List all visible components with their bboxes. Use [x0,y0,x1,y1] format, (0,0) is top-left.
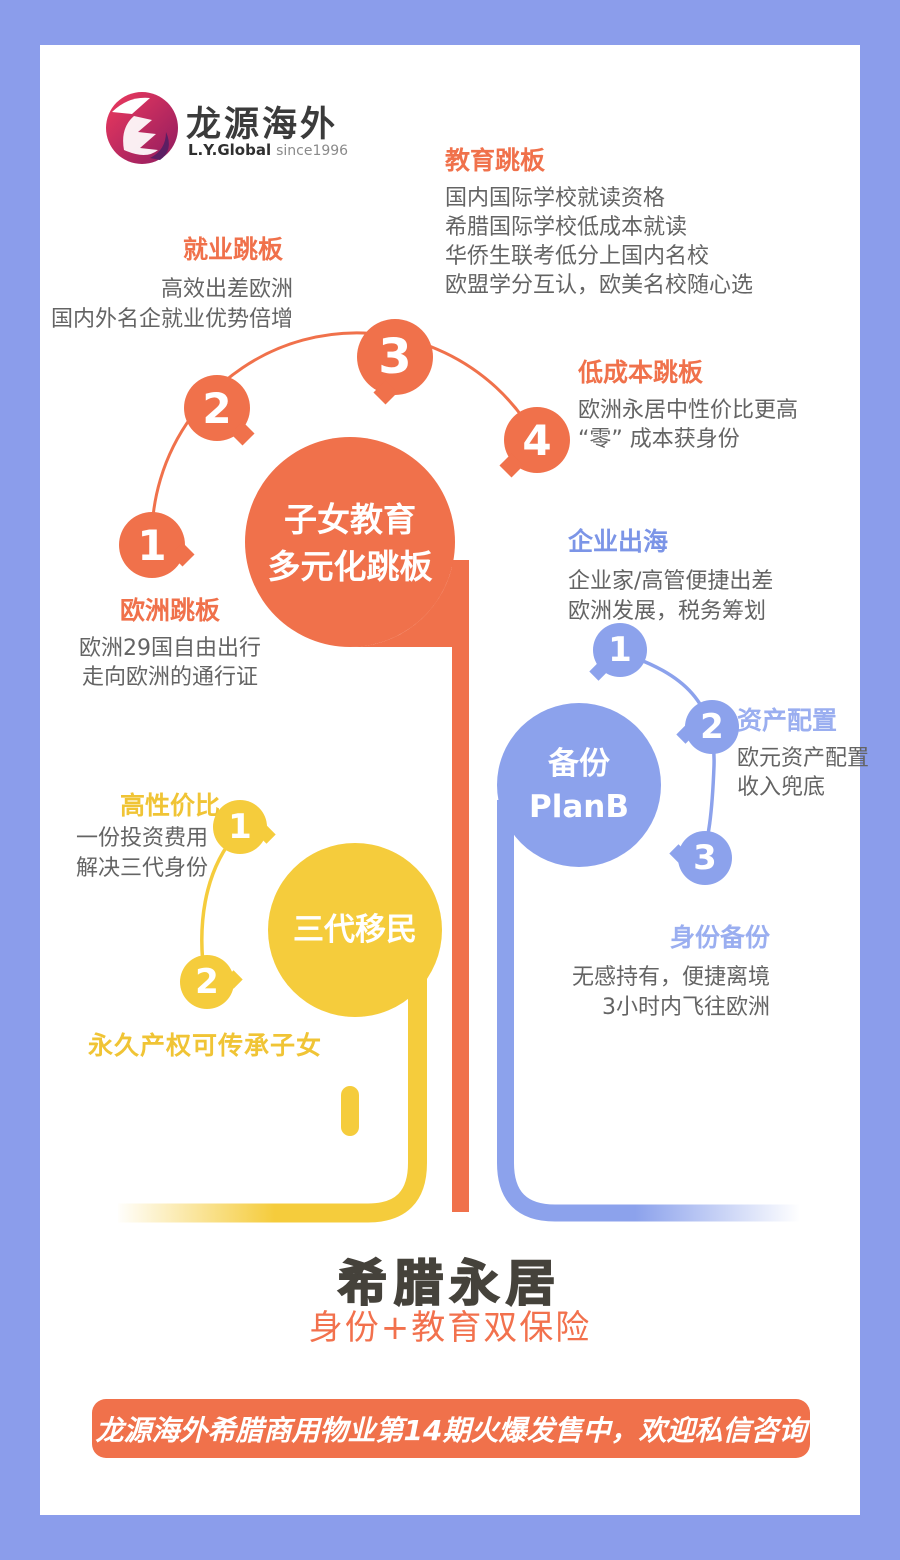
section-education-line: 希腊国际学校低成本就读 [445,215,688,240]
promo-banner: 龙源海外希腊商用物业第14期火爆发售中，欢迎私信咨询 [92,1399,810,1458]
section-asset-line: 收入兜底 [737,775,826,800]
orange-step-bubble-1: 1 [119,512,185,578]
section-education-line: 欧盟学分互认，欧美名校随心选 [445,273,754,298]
section-value-title: 高性价比 [120,791,221,820]
section-employment: 就业跳板 高效出差欧洲 国内外名企就业优势倍增 [40,230,293,335]
backup-hub-circle [497,703,661,867]
brand-name: 龙源海外 [186,105,339,145]
yellow-accent-stub [341,1086,359,1136]
yellow-ribbon [118,950,427,1223]
orange-ribbon-fillet [350,567,452,647]
section-low-cost-line: “零” 成本获身份 [578,427,740,452]
backup-hub-label: 备份 PlanB [499,743,659,829]
section-heritage-title: 永久产权可传承子女 [88,1031,323,1060]
blue-step-bubble-2: 2 [685,700,739,754]
education-hub-line1: 子女教育 [284,500,416,539]
section-education-title: 教育跳板 [445,146,546,175]
section-europe-line: 欧洲29国自由出行 [79,636,261,661]
section-enterprise-line: 企业家/高管便捷出差 [568,569,774,594]
section-asset: 资产配置 欧元资产配置 收入兜底 [737,706,869,802]
section-value-line: 解决三代身份 [76,856,209,881]
section-low-cost-title: 低成本跳板 [578,358,704,387]
generation-hub-line1: 三代移民 [293,912,417,948]
section-employment-line: 高效出差欧洲 [160,277,293,302]
brand-tagline-bold: L.Y.Global [188,141,272,159]
section-education-line: 国内国际学校就读资格 [445,186,666,211]
section-value-line: 一份投资费用 [76,826,209,851]
section-europe-line: 走向欧洲的通行证 [81,665,258,690]
section-identity: 身份备份 无感持有，便捷离境 3小时内飞往欧洲 [540,918,770,1023]
backup-hub-line1: 备份 [548,746,610,782]
generation-hub-label: 三代移民 [255,910,455,950]
backup-hub-line2: PlanB [529,789,629,825]
promo-banner-text: 龙源海外希腊商用物业第14期火爆发售中，欢迎私信咨询 [95,1413,807,1447]
section-europe-title: 欧洲跳板 [119,596,220,625]
section-low-cost-line: 欧洲永居中性价比更高 [578,398,799,423]
section-enterprise: 企业出海 企业家/高管便捷出差 欧洲发展，税务筹划 [568,522,773,627]
section-identity-title: 身份备份 [669,923,770,952]
education-hub-label: 子女教育 多元化跳板 [230,496,470,590]
section-employment-line: 国内外名企就业优势倍增 [50,307,293,332]
blue-step-bubble-3: 3 [678,831,732,885]
brand-logo-icon [106,92,178,164]
yellow-step-bubble-2: 2 [180,955,234,1009]
section-enterprise-title: 企业出海 [568,527,669,556]
section-europe: 欧洲跳板 欧洲29国自由出行 走向欧洲的通行证 [62,596,278,692]
orange-step-bubble-3: 3 [357,319,433,395]
blue-ribbon [497,800,800,1222]
section-asset-line: 欧元资产配置 [737,746,870,771]
yellow-step-bubble-1: 1 [213,800,267,854]
section-education-line: 华侨生联考低分上国内名校 [445,244,710,269]
orange-step-bubble-4: 4 [504,407,570,473]
section-enterprise-line: 欧洲发展，税务筹划 [568,599,767,624]
education-hub-line2: 多元化跳板 [267,547,433,586]
section-identity-line: 3小时内飞往欧洲 [602,995,770,1020]
section-education: 教育跳板 国内国际学校就读资格 希腊国际学校低成本就读 华侨生联考低分上国内名校… [445,146,753,300]
orange-arc-connector [150,331,539,546]
section-value-body: 一份投资费用 解决三代身份 [76,824,208,884]
blue-step-bubble-1: 1 [593,623,647,677]
section-low-cost: 低成本跳板 欧洲永居中性价比更高 “零” 成本获身份 [578,358,798,454]
footer-title: 希腊永居 [337,1254,562,1313]
footer-subtitle: 身份+教育双保险 [308,1308,592,1348]
section-asset-title: 资产配置 [737,706,838,735]
generation-hub-circle [268,843,442,1017]
section-identity-line: 无感持有，便捷离境 [571,965,770,990]
education-hub-circle [245,437,455,647]
section-employment-title: 就业跳板 [182,235,283,264]
white-card [40,45,860,1515]
orange-step-bubble-2: 2 [184,375,250,441]
brand-tagline-light: since1996 [276,143,349,159]
